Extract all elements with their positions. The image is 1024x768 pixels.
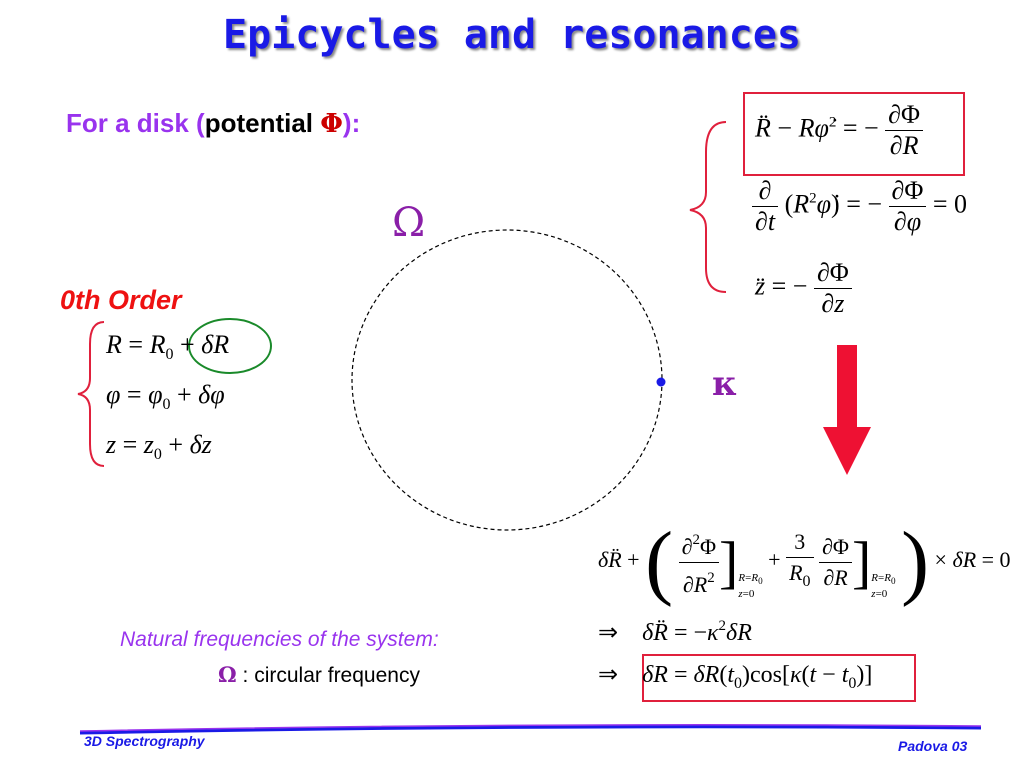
motion-eq-3: z̈ = − ∂Φ∂z: [755, 258, 852, 319]
circular-omega: Ω: [218, 662, 237, 687]
result-eq-1: ⇒ δR̈ = −κ2δR: [598, 618, 752, 646]
result-eq-box: [642, 654, 916, 702]
disk-label: For a disk (potential Φ):: [66, 108, 360, 139]
orbit-point: [656, 377, 666, 387]
motion-eq-2: ∂∂t (R2φ̇) = − ∂Φ∂φ = 0: [752, 176, 967, 237]
footer-rule: [79, 724, 982, 735]
omega-symbol: Ω: [392, 200, 426, 246]
disk-label-pre: For a disk (: [66, 108, 205, 138]
orbit-diagram: [351, 229, 666, 531]
disk-label-phi: Φ: [320, 109, 343, 139]
order-label: 0th Order: [60, 285, 182, 315]
natural-frequencies-label: Natural frequencies of the system:: [120, 628, 439, 651]
order-brace: [77, 321, 105, 467]
circular-text: circular frequency: [254, 664, 420, 687]
down-arrow-icon: [823, 345, 871, 475]
disk-label-word: potential: [204, 108, 321, 138]
order-eq-2: φ = φ0 + δφ: [106, 380, 225, 413]
circular-frequency-label: Ω : circular frequency: [218, 662, 420, 688]
footer-left: 3D Spectrography: [84, 733, 205, 749]
result-eq-2: ⇒ δR = δR(t0)cos[κ(t − t0)]: [598, 662, 873, 692]
order-eq-1: R = R0 + δR: [106, 330, 230, 363]
delta-r-highlight: [188, 318, 272, 374]
motion-eq-1: R̈ − Rφ̇2 = − ∂Φ∂R: [755, 100, 924, 161]
motion-brace: [689, 121, 727, 293]
circular-sep: :: [236, 664, 255, 687]
disk-label-post: ):: [342, 108, 361, 138]
orbit-circle: [351, 229, 663, 531]
motion-eq-box: [743, 92, 965, 176]
kappa-symbol: κ: [712, 364, 738, 404]
order-eq-3: z = z0 + δz: [106, 430, 212, 463]
slide-title: Epicycles and resonances: [223, 12, 801, 58]
footer-right: Padova 03: [898, 738, 968, 754]
